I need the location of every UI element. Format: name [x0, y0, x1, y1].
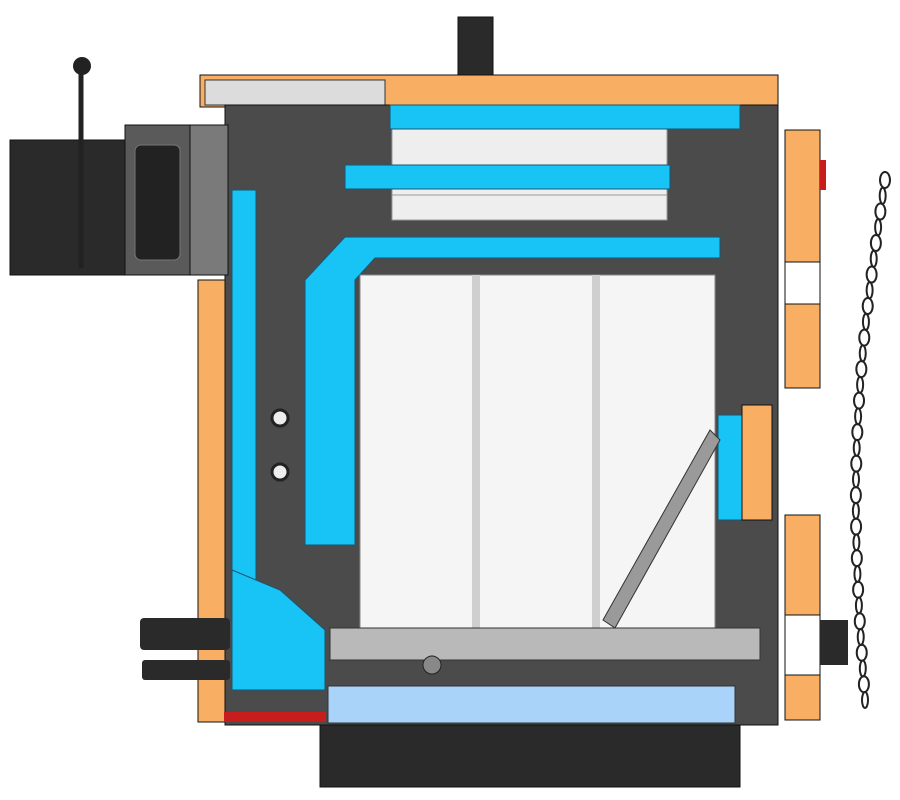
chain-link — [856, 375, 865, 394]
chain-link — [850, 454, 863, 473]
chain-link — [854, 596, 863, 615]
chain-link — [853, 612, 866, 631]
chain-link — [878, 186, 887, 205]
chain-link — [879, 171, 891, 189]
chain-link — [869, 249, 878, 268]
water-top-channel — [389, 104, 741, 130]
boiler-base — [319, 724, 741, 788]
flue-pipe — [9, 139, 131, 276]
chain-link — [851, 501, 860, 520]
chain-link — [849, 486, 862, 505]
chain-link — [869, 234, 882, 253]
drain-pipe — [142, 660, 230, 680]
chain-link — [851, 470, 860, 489]
chain-link — [850, 517, 863, 536]
chain-link — [850, 549, 863, 568]
chain-link — [861, 297, 874, 316]
chain-link — [856, 627, 865, 646]
chamber-rib-2 — [592, 275, 600, 630]
mid-insulation — [741, 404, 773, 521]
flue-collar — [189, 124, 229, 276]
chain-link — [865, 281, 874, 300]
chain-link — [852, 580, 865, 599]
combustion-chamber — [359, 274, 716, 631]
chain-link — [858, 659, 867, 678]
chain-link — [855, 360, 868, 379]
inspection-port — [270, 462, 290, 482]
grate — [329, 627, 761, 661]
chain-link — [858, 328, 871, 347]
chain-link — [861, 312, 870, 331]
chain-link — [852, 438, 861, 457]
inspection-port — [270, 408, 290, 428]
upper-door-band — [784, 261, 821, 305]
water-upper-channel — [344, 164, 671, 190]
upper-door[interactable] — [784, 129, 821, 389]
water-right-wall — [717, 414, 743, 521]
chain-link — [853, 391, 866, 410]
return-pipe — [140, 618, 230, 650]
chamber-rib-1 — [472, 275, 480, 630]
chain-link — [852, 533, 861, 552]
chain-link — [874, 218, 883, 237]
chain-link — [851, 423, 864, 442]
water-mid-L — [304, 236, 721, 546]
red-trim-door — [820, 160, 826, 190]
chain-link — [857, 675, 870, 694]
door-handle[interactable] — [820, 620, 848, 665]
grate-shaft[interactable] — [422, 655, 442, 675]
red-trim-bottom — [224, 712, 326, 722]
chain-link — [874, 202, 887, 221]
chain-link — [865, 265, 878, 284]
water-left-bottom — [231, 569, 326, 691]
chain-link — [861, 691, 869, 709]
door-chain[interactable] — [849, 171, 891, 709]
chain-link — [858, 344, 867, 363]
chain-link — [854, 407, 863, 426]
damper-lever-knob[interactable] — [73, 57, 91, 75]
chain-link — [855, 643, 868, 662]
flue-opening — [134, 144, 181, 261]
top-cover-left — [204, 79, 386, 106]
chain-link — [853, 564, 862, 583]
ash-pan — [327, 685, 736, 724]
lower-door-band — [784, 614, 821, 676]
